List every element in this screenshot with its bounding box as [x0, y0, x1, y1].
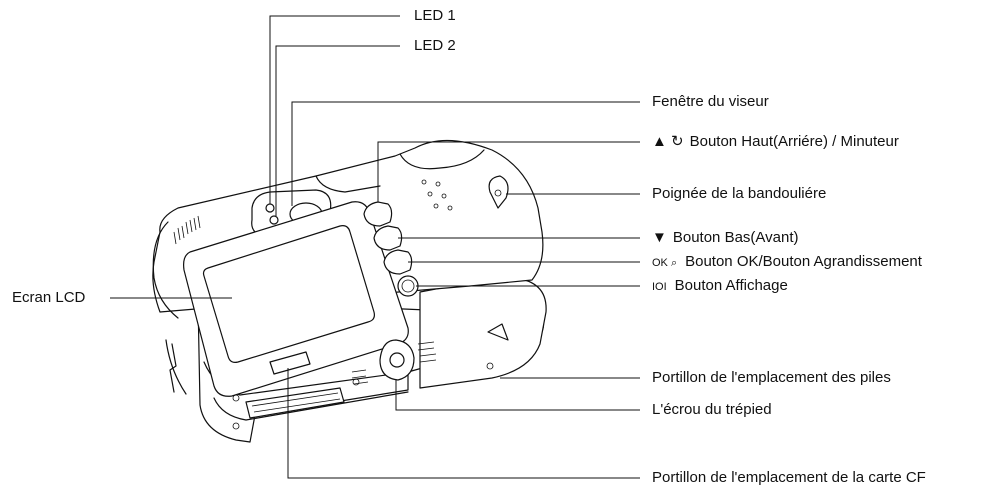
display-button[interactable] [397, 275, 419, 297]
label-lcd: Ecran LCD [12, 289, 86, 306]
label-cf-door: Portillon de l'emplacement de la carte C… [652, 469, 926, 486]
label-led-1: LED 1 [414, 7, 456, 24]
leader-lines [110, 15, 640, 479]
led-1 [265, 203, 275, 213]
label-up-timer-text: Bouton Haut(Arriére) / Minuteur [689, 133, 899, 150]
speaker-holes [421, 179, 453, 211]
label-viewfinder: Fenêtre du viseur [652, 93, 769, 110]
label-tripod: L'écrou du trépied [652, 401, 772, 418]
label-down: ▼ Bouton Bas(Avant) [652, 229, 799, 247]
strap-lug [488, 175, 509, 209]
battery-door-latch [487, 323, 509, 341]
label-strap: Poignée de la bandouliére [652, 185, 827, 202]
ok-magnifier-icon: OK ⌕ [652, 257, 678, 269]
lcd-panel [183, 201, 409, 397]
label-display: IOI Bouton Affichage [652, 277, 788, 296]
bottom-details [232, 323, 509, 430]
label-battery-door: Portillon de l'emplacement des piles [652, 369, 891, 386]
display-icon: IOI [652, 281, 667, 293]
label-ok-zoom: OK ⌕ Bouton OK/Bouton Agrandissement [652, 253, 922, 272]
ok-zoom-button[interactable] [383, 249, 413, 275]
label-led-2: LED 2 [414, 37, 456, 54]
triangle-down-icon: ▼ [652, 229, 667, 246]
label-ok-zoom-text: Bouton OK/Bouton Agrandissement [685, 253, 922, 270]
label-down-text: Bouton Bas(Avant) [672, 229, 799, 246]
up-timer-icon: ▲ ↻ [652, 133, 684, 150]
label-display-text: Bouton Affichage [674, 277, 788, 294]
control-buttons [363, 201, 419, 297]
down-button[interactable] [373, 225, 403, 251]
up-timer-button[interactable] [363, 201, 393, 227]
led-2 [269, 215, 279, 225]
label-up-timer: ▲ ↻ Bouton Haut(Arriére) / Minuteur [652, 133, 899, 151]
